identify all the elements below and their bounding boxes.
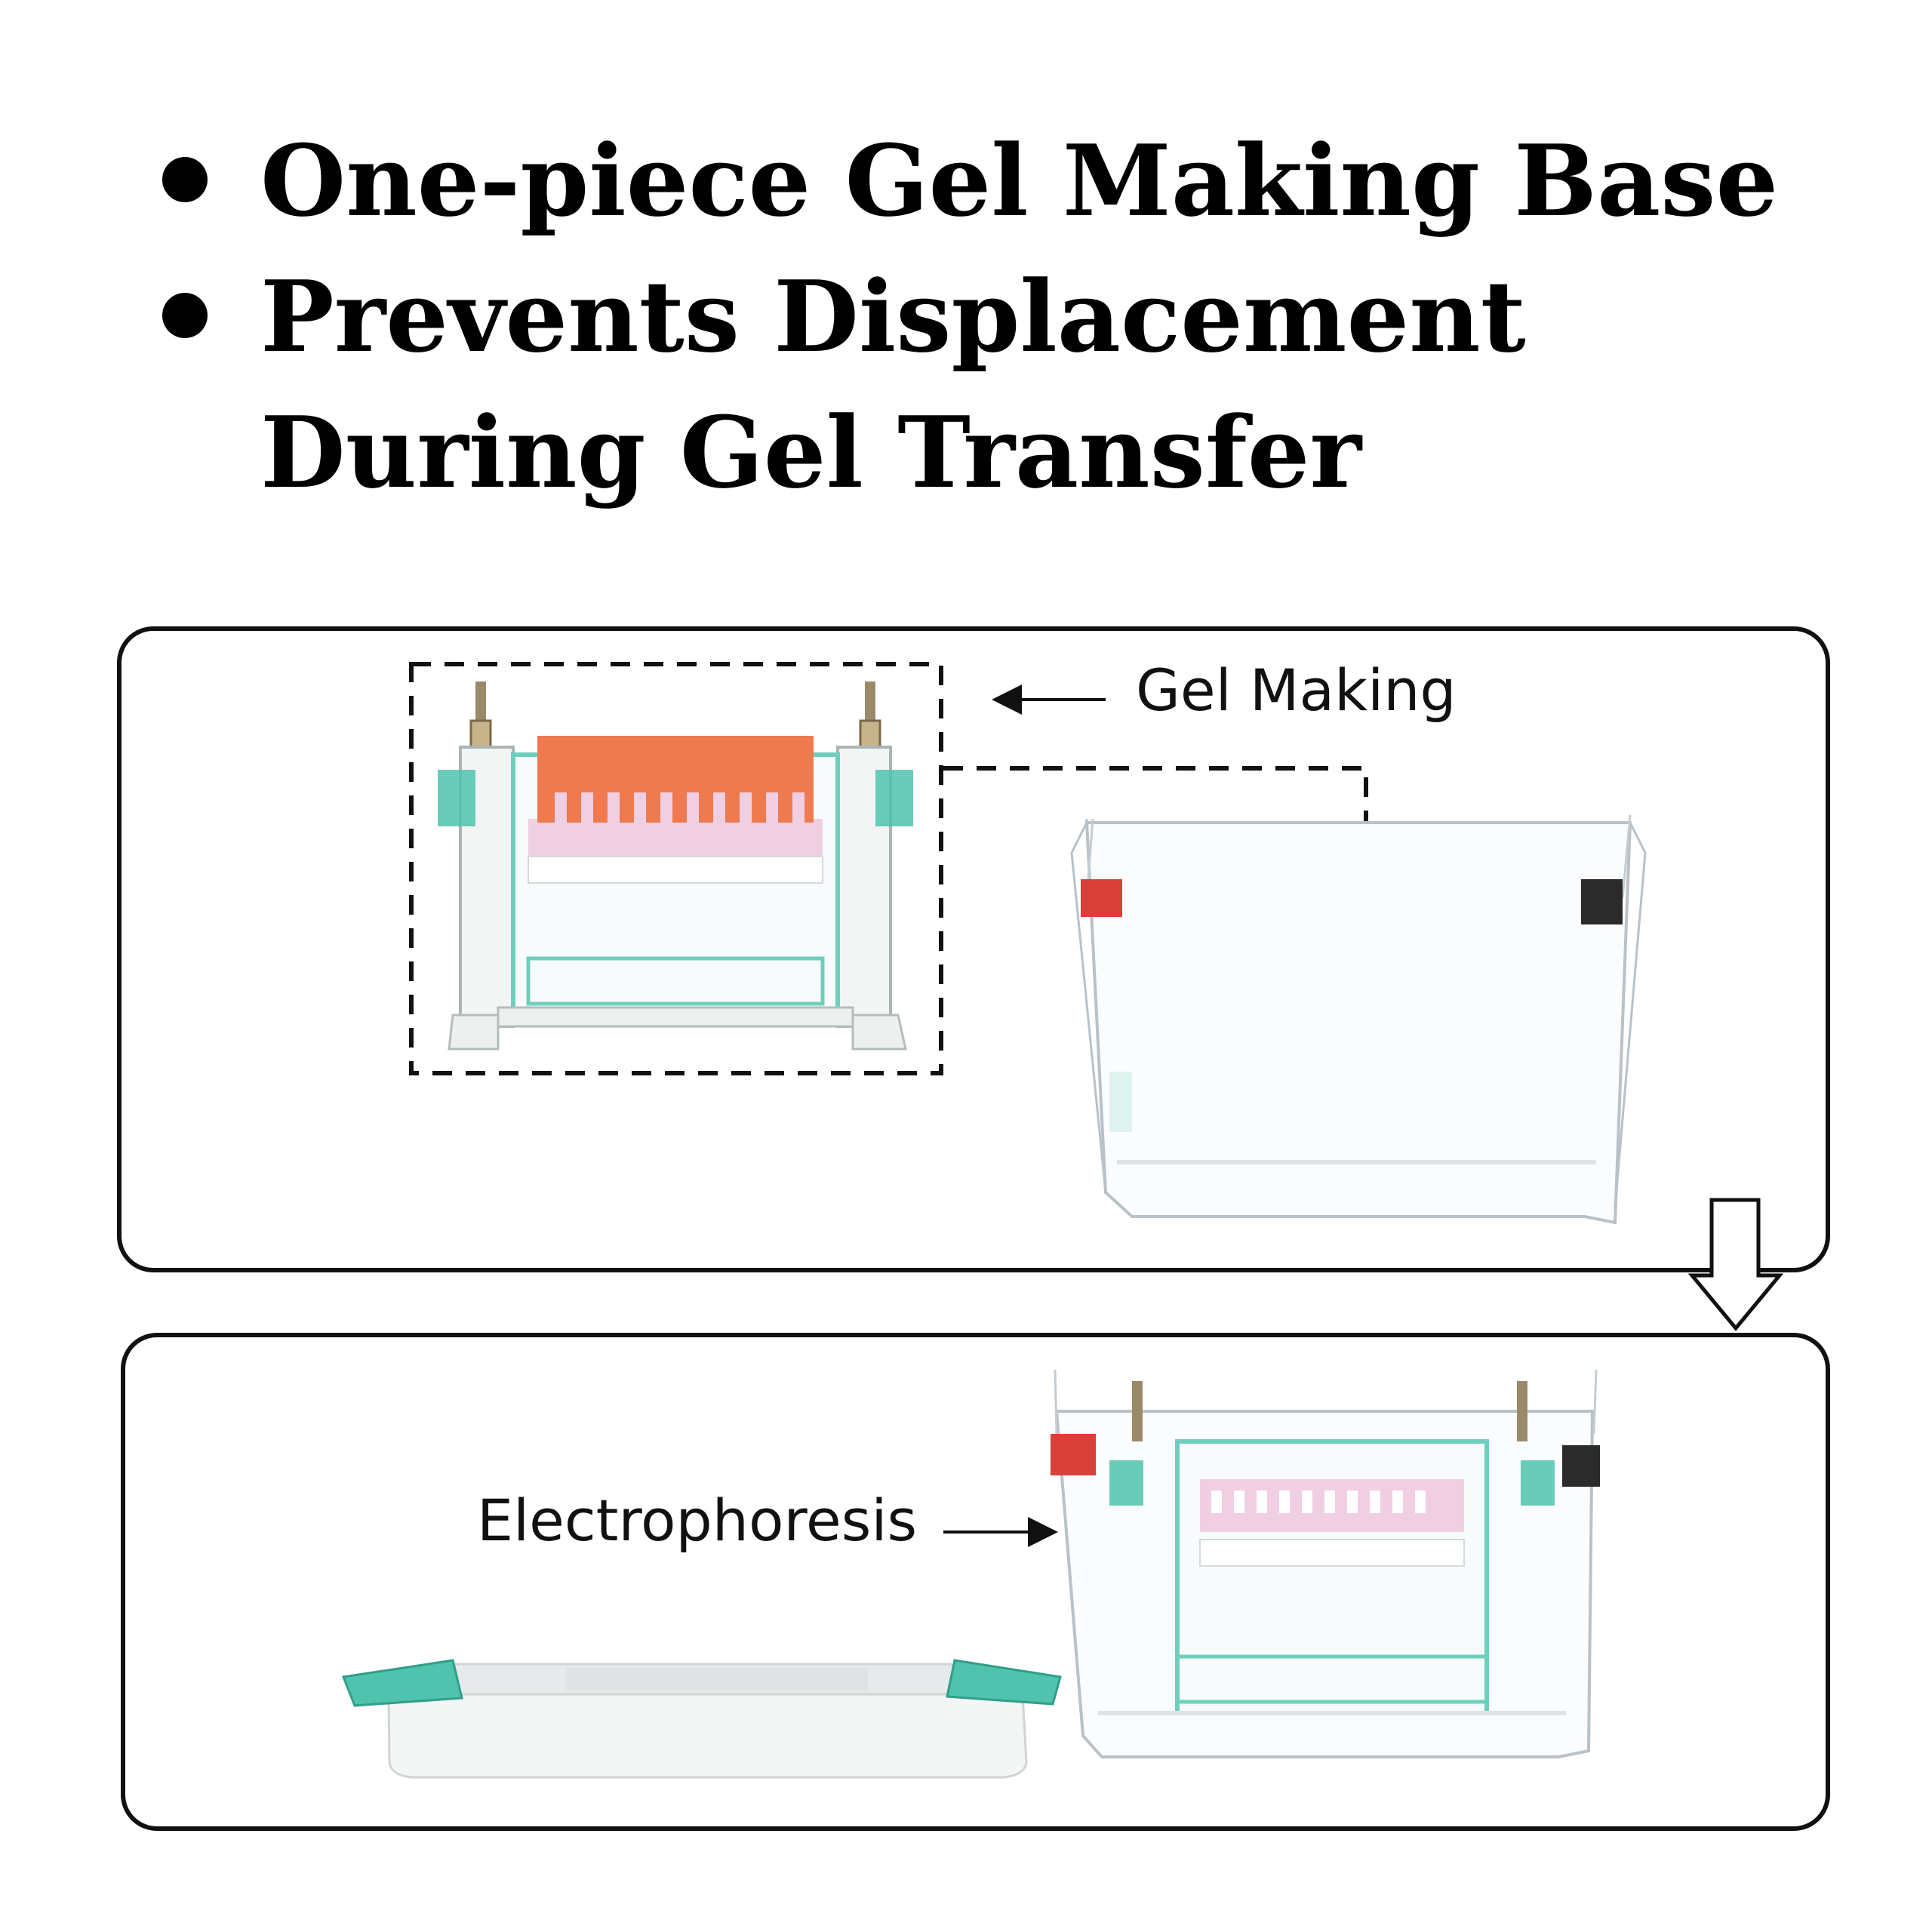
clamp-icon: [1109, 1460, 1555, 1506]
clamp-icon: [438, 770, 913, 826]
bullet-list: One-piece Gel Making Base Prevents Displ…: [162, 113, 1898, 521]
comb-icon: [537, 736, 814, 823]
bullet-text: Prevents Displacement During Gel Transfe…: [260, 259, 1526, 510]
selection-box: [409, 662, 943, 1075]
electrophoresis-label: Electrophoresis: [477, 1487, 918, 1554]
electrophoresis-tank: [1070, 814, 1647, 1225]
red-tab-icon: [1051, 1434, 1096, 1475]
gel-making-base: [341, 1659, 1062, 1779]
bullet-text: One-piece Gel Making Base: [260, 123, 1779, 238]
black-tab-icon: [1581, 879, 1623, 924]
gel-making-label: Gel Making: [1136, 657, 1457, 724]
clamp-icon: [341, 1659, 1062, 1707]
black-tab-icon: [1562, 1445, 1600, 1487]
bullet-icon: [162, 157, 208, 202]
red-tab-icon: [1081, 879, 1122, 917]
bullet-icon: [162, 293, 208, 338]
bullet-item: One-piece Gel Making Base: [162, 113, 1898, 249]
tank-with-gel: [1051, 1369, 1600, 1758]
dashed-connector: [943, 766, 1368, 845]
transition-arrow-icon: [1687, 1198, 1784, 1331]
bullet-item: Prevents Displacement During Gel Transfe…: [162, 249, 1898, 521]
gel-casting-stand: [438, 681, 913, 1051]
